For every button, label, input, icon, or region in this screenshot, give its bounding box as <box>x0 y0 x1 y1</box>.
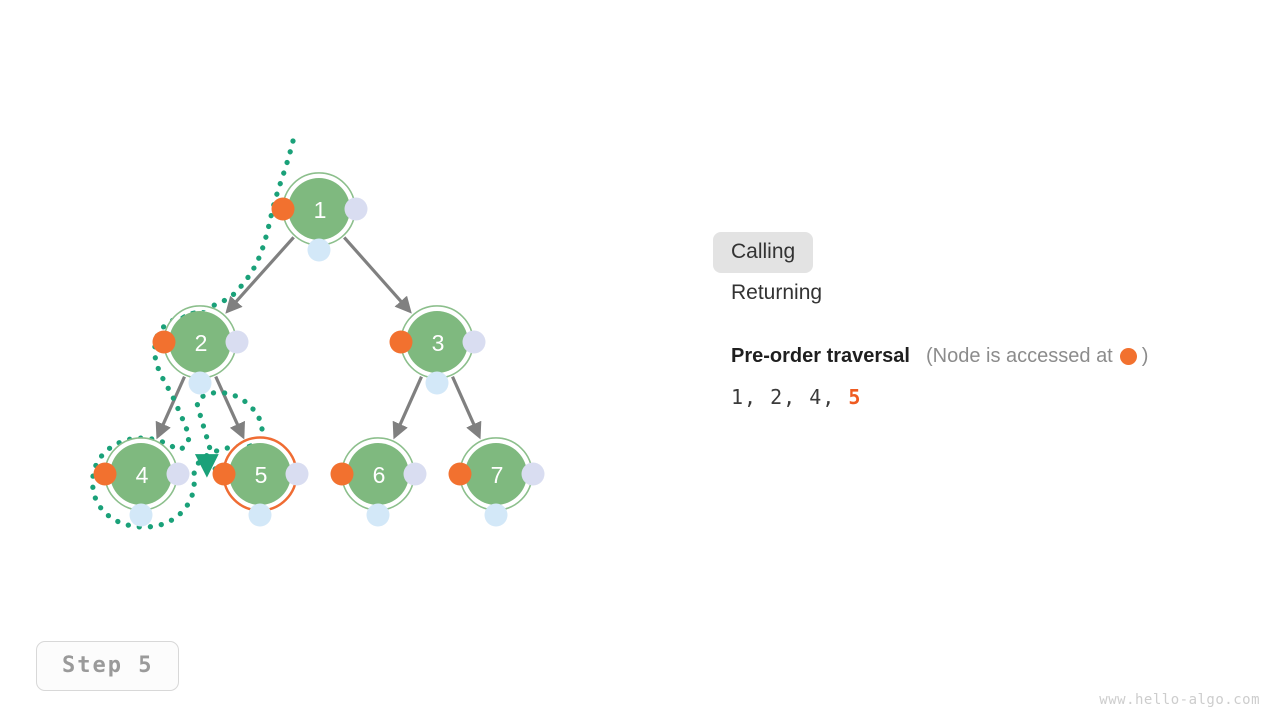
node-right-dot <box>521 462 545 486</box>
node-access-dot <box>93 462 117 486</box>
traversal-note: (Node is accessed at ) <box>926 345 1148 368</box>
node-bottom-dot <box>188 371 212 395</box>
state-returning-row: Returning <box>713 273 1258 314</box>
node-right-dot <box>285 462 309 486</box>
tree-node-5[interactable]: 5 <box>212 436 309 527</box>
traversal-title: Pre-order traversal <box>731 345 910 367</box>
tree-edge <box>392 376 423 440</box>
traversal-sequence: 1, 2, 4, 5 <box>713 385 1258 409</box>
traversal-sequence-current: 5 <box>848 385 862 409</box>
traversal-note-open: (Node is accessed at <box>925 345 1113 367</box>
node-body <box>347 443 409 505</box>
traversal-order-heading: Pre-order traversal (Node is accessed at… <box>713 345 1258 368</box>
state-calling-row: Calling <box>713 232 1258 273</box>
node-right-dot <box>344 197 368 221</box>
node-body <box>288 178 350 240</box>
node-bottom-dot <box>248 503 272 527</box>
info-panel: Calling Returning Pre-order traversal (N… <box>713 232 1258 409</box>
tree-node-7[interactable]: 7 <box>448 437 545 527</box>
node-body <box>406 311 468 373</box>
node-right-dot <box>166 462 190 486</box>
tree-edge <box>214 375 245 440</box>
node-access-dot <box>389 330 413 354</box>
tree-edge <box>343 236 412 314</box>
tree-node-3[interactable]: 3 <box>389 305 486 395</box>
tree-node-2[interactable]: 2 <box>152 305 249 395</box>
trace-dotted-path <box>90 138 296 530</box>
tree-edge <box>451 376 482 440</box>
tree-edges <box>155 236 482 440</box>
node-body <box>110 443 172 505</box>
node-access-dot <box>448 462 472 486</box>
node-body <box>169 311 231 373</box>
state-returning[interactable]: Returning <box>731 281 823 304</box>
recursion-trace-path <box>90 138 296 530</box>
node-body <box>229 443 291 505</box>
tree-edge <box>155 376 186 440</box>
node-right-dot <box>462 330 486 354</box>
node-body <box>465 443 527 505</box>
footer-watermark: www.hello-algo.com <box>1099 692 1260 708</box>
node-access-dot <box>271 197 295 221</box>
tree-node-4[interactable]: 4 <box>93 437 190 527</box>
node-access-dot <box>330 462 354 486</box>
step-badge: Step 5 <box>36 641 180 691</box>
node-bottom-dot <box>129 503 153 527</box>
trace-pointer-triangle <box>194 454 219 478</box>
state-calling[interactable]: Calling <box>713 232 814 273</box>
node-bottom-dot <box>366 503 390 527</box>
node-bottom-dot <box>307 238 331 262</box>
access-marker-dot <box>1119 348 1137 365</box>
tree-node-6[interactable]: 6 <box>330 437 427 527</box>
node-right-dot <box>403 462 427 486</box>
tree-edge <box>225 236 295 314</box>
node-access-dot <box>212 462 236 486</box>
node-access-dot <box>152 330 176 354</box>
node-bottom-dot <box>484 503 508 527</box>
traversal-sequence-visited: 1, 2, 4, <box>731 385 849 409</box>
node-right-dot <box>225 330 249 354</box>
traversal-note-close: ) <box>1141 345 1149 367</box>
node-bottom-dot <box>425 371 449 395</box>
